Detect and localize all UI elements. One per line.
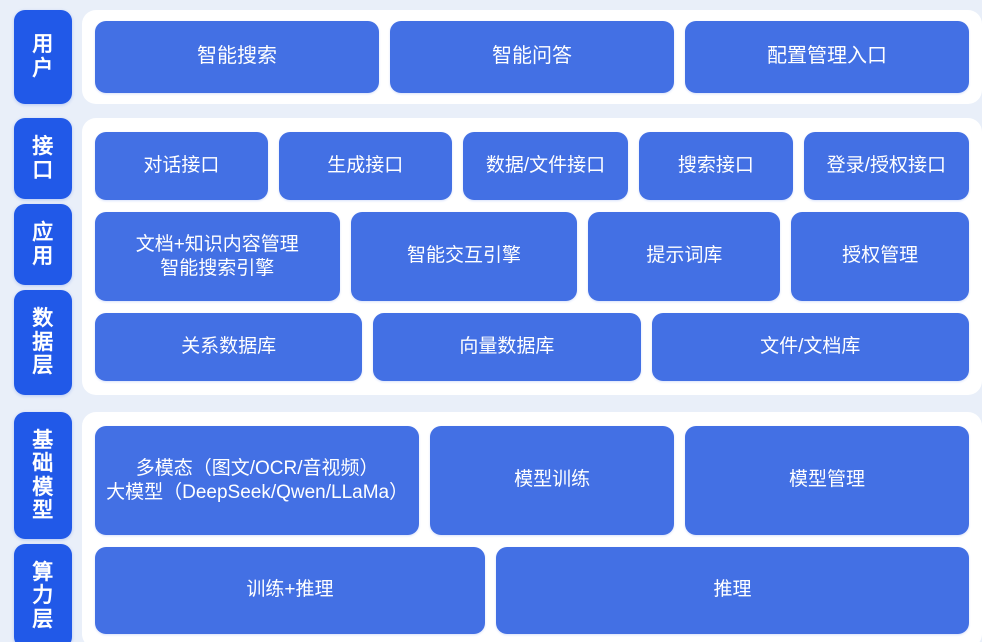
box-training-and-inference-label: 训练+推理: [246, 579, 334, 601]
box-authorization-management-label: 授权管理: [842, 245, 919, 267]
rail-middle: 接口 应用 数据层: [14, 118, 72, 395]
box-smart-interaction-engine[interactable]: 智能交互引擎: [350, 211, 578, 302]
box-dialog-api[interactable]: 对话接口: [95, 132, 268, 200]
box-smart-search[interactable]: 智能搜索: [95, 21, 379, 93]
box-inference[interactable]: 推理: [495, 547, 969, 634]
layer-group-middle: 接口 应用 数据层 对话接口 生成接口 数据/文件接口: [0, 118, 982, 395]
row-foundation-model: 多模态（图文/OCR/音视频） 大模型（DeepSeek/Qwen/LLaMa）…: [95, 426, 969, 536]
row-data: 关系数据库 向量数据库 文件/文档库: [95, 313, 969, 381]
box-login-auth-api[interactable]: 登录/授权接口: [803, 132, 970, 200]
box-config-management-entry[interactable]: 配置管理入口: [685, 21, 969, 93]
box-relational-database-label: 关系数据库: [181, 336, 277, 358]
box-generation-api[interactable]: 生成接口: [278, 132, 452, 200]
box-multimodal-large-model-line2: 大模型（DeepSeek/Qwen/LLaMa）: [106, 481, 409, 503]
box-model-management[interactable]: 模型管理: [685, 426, 969, 536]
box-multimodal-large-model-line1: 多模态（图文/OCR/音视频）: [135, 458, 379, 480]
panel-base: 多模态（图文/OCR/音视频） 大模型（DeepSeek/Qwen/LLaMa）…: [82, 412, 982, 642]
box-file-document-store[interactable]: 文件/文档库: [651, 313, 969, 381]
panel-middle: 对话接口 生成接口 数据/文件接口 搜索接口 登录/授权接口 文档+知识内容: [82, 118, 982, 395]
row-application: 文档+知识内容管理 智能搜索引擎 智能交互引擎 提示词库 授权管理: [95, 211, 970, 302]
box-model-training[interactable]: 模型训练: [430, 426, 674, 536]
box-login-auth-api-label: 登录/授权接口: [826, 154, 946, 176]
box-relational-database[interactable]: 关系数据库: [95, 313, 363, 381]
rail-base: 基础模型 算力层: [14, 412, 72, 642]
box-smart-search-label: 智能搜索: [197, 45, 277, 68]
box-data-file-api-label: 数据/文件接口: [485, 154, 606, 176]
row-user-entries: 智能搜索 智能问答 配置管理入口: [95, 21, 969, 93]
row-compute: 训练+推理 推理: [95, 547, 969, 634]
box-config-management-entry-label: 配置管理入口: [767, 45, 887, 68]
box-doc-knowledge-management-line1: 文档+知识内容管理: [135, 234, 299, 256]
box-doc-knowledge-management[interactable]: 文档+知识内容管理 智能搜索引擎: [95, 211, 340, 302]
box-search-api[interactable]: 搜索接口: [639, 132, 793, 200]
box-prompt-library[interactable]: 提示词库: [588, 211, 781, 302]
rail-tab-interface[interactable]: 接口: [14, 118, 72, 200]
rail-tab-compute-layer-label: 算力层: [32, 560, 54, 631]
rail-tab-data-layer-label: 数据层: [32, 307, 54, 378]
rail-tab-application-label: 应用: [32, 221, 54, 268]
box-vector-database-label: 向量数据库: [459, 336, 555, 358]
box-authorization-management[interactable]: 授权管理: [791, 211, 970, 302]
box-file-document-store-label: 文件/文档库: [760, 336, 861, 358]
box-smart-qa[interactable]: 智能问答: [390, 21, 674, 93]
box-smart-interaction-engine-label: 智能交互引擎: [407, 245, 522, 267]
rail-tab-application[interactable]: 应用: [14, 204, 72, 286]
row-interface: 对话接口 生成接口 数据/文件接口 搜索接口 登录/授权接口: [95, 132, 970, 200]
box-training-and-inference[interactable]: 训练+推理: [95, 547, 485, 634]
box-data-file-api[interactable]: 数据/文件接口: [462, 132, 629, 200]
rail-tab-foundation-model[interactable]: 基础模型: [14, 412, 72, 540]
rail-user: 用户: [14, 10, 72, 104]
box-generation-api-label: 生成接口: [327, 154, 404, 176]
box-inference-label: 推理: [713, 579, 752, 601]
rail-tab-user-label: 用户: [32, 33, 54, 80]
box-prompt-library-label: 提示词库: [646, 245, 723, 267]
box-smart-qa-label: 智能问答: [492, 45, 572, 68]
rail-tab-interface-label: 接口: [32, 135, 54, 182]
box-vector-database[interactable]: 向量数据库: [373, 313, 641, 381]
box-dialog-api-label: 对话接口: [143, 154, 220, 176]
rail-tab-foundation-model-label: 基础模型: [32, 428, 54, 523]
box-search-api-label: 搜索接口: [677, 154, 754, 176]
box-model-management-label: 模型管理: [788, 469, 865, 491]
rail-tab-user[interactable]: 用户: [14, 10, 72, 104]
box-multimodal-large-model[interactable]: 多模态（图文/OCR/音视频） 大模型（DeepSeek/Qwen/LLaMa）: [95, 426, 420, 536]
rail-tab-compute-layer[interactable]: 算力层: [14, 544, 72, 642]
rail-tab-data-layer[interactable]: 数据层: [14, 290, 72, 395]
layer-group-base: 基础模型 算力层 多模态（图文/OCR/音视频） 大模型（DeepSeek/Qw…: [0, 412, 982, 642]
box-model-training-label: 模型训练: [514, 469, 591, 491]
panel-user: 智能搜索 智能问答 配置管理入口: [82, 10, 982, 104]
box-doc-knowledge-management-line2: 智能搜索引擎: [160, 257, 275, 279]
layer-group-user: 用户 智能搜索 智能问答 配置管理入口: [0, 0, 982, 104]
